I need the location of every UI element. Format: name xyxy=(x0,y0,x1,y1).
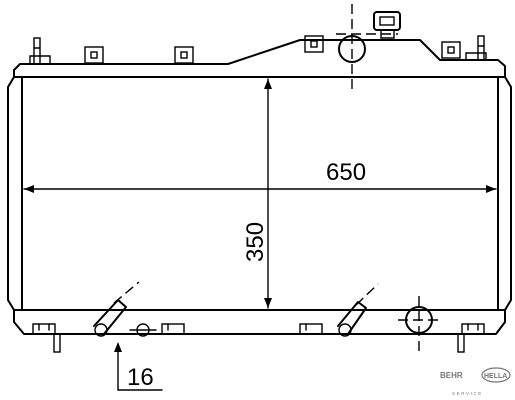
bottom-tank xyxy=(13,309,506,335)
behr-logo: BEHR xyxy=(440,371,463,380)
offset-dimension xyxy=(114,342,163,391)
top-outlet xyxy=(336,4,398,92)
width-dimension xyxy=(23,185,497,193)
top-bracket-1 xyxy=(84,46,104,64)
width-label: 650 xyxy=(326,159,366,186)
bottom-bracket-3 xyxy=(299,323,323,335)
radiator-core xyxy=(21,76,499,311)
height-label: 350 xyxy=(242,222,269,262)
height-dimension xyxy=(264,78,272,309)
bottom-pipe xyxy=(398,296,440,352)
top-right-pin xyxy=(477,35,485,61)
right-side-tank xyxy=(504,76,512,311)
bottom-bracket-1 xyxy=(32,323,56,335)
top-left-pin xyxy=(33,37,41,65)
drain-plug xyxy=(129,323,157,337)
top-bracket-3 xyxy=(304,35,324,53)
bottom-right-pin xyxy=(457,333,465,353)
top-tank xyxy=(13,39,506,78)
top-clip-left xyxy=(29,55,51,65)
bottom-bracket-2 xyxy=(161,323,185,335)
top-bracket-2 xyxy=(174,46,194,64)
left-side-tank xyxy=(7,76,15,311)
offset-label: 16 xyxy=(127,364,154,391)
hella-logo: HELLA xyxy=(481,367,511,383)
top-bracket-4 xyxy=(441,41,461,59)
bottom-left-pin xyxy=(53,333,61,353)
hella-logo-text: HELLA xyxy=(484,373,507,380)
bottom-outlet-left xyxy=(93,281,140,337)
top-clip-right xyxy=(465,52,487,61)
service-text: SERVICE xyxy=(452,391,483,396)
bottom-bracket-4 xyxy=(461,323,485,335)
bottom-connector-right xyxy=(337,283,379,337)
